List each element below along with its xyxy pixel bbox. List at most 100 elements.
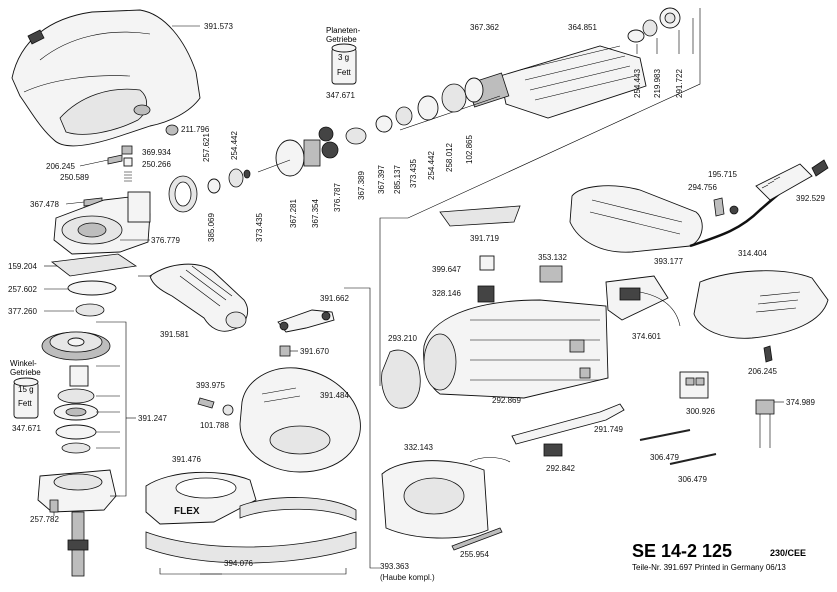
- spindle-collar: [67, 539, 89, 551]
- seal-448: [61, 442, 91, 454]
- label-102865: 102.865: [465, 135, 474, 164]
- tube-306479b: [669, 453, 717, 465]
- grease-can-winkel: [13, 377, 39, 419]
- label-254442a: 254.442: [230, 131, 239, 160]
- label-300926: 300.926: [686, 407, 715, 416]
- label-393363: 393.363: [380, 562, 409, 571]
- wheel-guard: [239, 367, 361, 473]
- screw-211796: [165, 124, 179, 136]
- brush-399647: [479, 255, 495, 271]
- label-367281: 367.281: [289, 199, 298, 228]
- washer-small: [228, 168, 244, 188]
- label-332143: 332.143: [404, 443, 433, 452]
- label-369934: 369.934: [142, 148, 171, 157]
- label-374601: 374.601: [632, 332, 661, 341]
- label-254443: 254.443: [633, 69, 642, 98]
- guard-ring-lower: [145, 531, 357, 564]
- winkel-fett: Fett: [18, 399, 33, 408]
- label-391719: 391.719: [470, 234, 499, 243]
- circlip-377260: [75, 303, 105, 317]
- washer-396: [57, 388, 95, 404]
- planeten-fett: Fett: [337, 68, 352, 77]
- label-376779: 376.779: [151, 236, 180, 245]
- label-306479a: 306.479: [650, 453, 679, 462]
- screw-257782: [49, 499, 59, 513]
- label-391484: 391.484: [320, 391, 349, 400]
- spring-cap: [123, 157, 133, 167]
- brush-holder-328146: [477, 285, 495, 303]
- flex-logo-lettering: FLEX: [174, 506, 200, 517]
- screw-393975: [197, 397, 215, 409]
- winkel-heading-line1: Winkel-: [10, 359, 37, 368]
- brush-holder-353132: [539, 265, 563, 283]
- label-391581: 391.581: [160, 330, 189, 339]
- label-328146: 328.146: [432, 289, 461, 298]
- label-206245b: 206.245: [748, 367, 777, 376]
- label-364851: 364.851: [568, 23, 597, 32]
- bearing-432: [55, 424, 97, 440]
- switch-rod: [511, 403, 625, 445]
- planeten-amount: 3 g: [338, 53, 349, 62]
- power-cord: [689, 159, 829, 248]
- label-258012: 258.012: [445, 143, 454, 172]
- label-255954: 255.954: [460, 550, 489, 559]
- label-285137: 285.137: [393, 165, 402, 194]
- label-250266: 250.266: [142, 160, 171, 169]
- washer-101788: [222, 404, 234, 416]
- guard-ring-upper: [239, 497, 357, 521]
- label-367354: 367.354: [311, 199, 320, 228]
- label-391476: 391.476: [172, 455, 201, 464]
- haube-note: (Haube kompl.): [380, 573, 435, 582]
- screw-206245: [107, 154, 123, 165]
- rear-housing-cover: [693, 270, 829, 339]
- gasket-159204: [50, 253, 138, 277]
- tube-306479a: [639, 429, 691, 441]
- planeten-heading-line2: Getriebe: [326, 35, 357, 44]
- label-257621: 257.621: [202, 133, 211, 162]
- electronic-module: [605, 275, 681, 327]
- bearing-small: [207, 178, 221, 194]
- label-291749: 291.749: [594, 425, 623, 434]
- label-211796: 211.796: [181, 125, 210, 134]
- side-handle: [138, 263, 248, 332]
- label-376787: 376.787: [333, 183, 342, 212]
- switch-300926: [679, 371, 709, 399]
- label-385069: 385.069: [207, 213, 216, 242]
- field-stator: [381, 457, 511, 539]
- label-291722: 291.722: [675, 69, 684, 98]
- label-254442b: 254.442: [427, 151, 436, 180]
- label-314404: 314.404: [738, 249, 767, 258]
- label-292842: 292.842: [546, 464, 575, 473]
- label-393177: 393.177: [654, 257, 683, 266]
- switch-slider-292842: [543, 443, 563, 457]
- label-306479b: 306.479: [678, 475, 707, 484]
- label-391247: 391.247: [138, 414, 167, 423]
- pin-391670: [279, 345, 291, 357]
- armature: [399, 45, 647, 131]
- label-373435b: 373.435: [409, 159, 418, 188]
- label-367389: 367.389: [357, 171, 366, 200]
- winkel-heading-line2: Getriebe: [10, 368, 41, 377]
- winkel-amount: 15 g: [18, 385, 34, 394]
- motor-housing: [423, 299, 609, 399]
- label-391670: 391.670: [300, 347, 329, 356]
- winkel-part: 347.671: [12, 424, 41, 433]
- bevel-gear: [41, 331, 111, 361]
- voltage-label: 230/CEE: [770, 548, 806, 558]
- screw-206245b: [763, 345, 773, 363]
- spindle-lock-button: [121, 145, 133, 155]
- label-206245a: 206.245: [46, 162, 75, 171]
- bearing-set-top: [627, 7, 681, 43]
- label-292869: 292.869: [492, 396, 521, 405]
- planetary-gear-stack: [257, 77, 484, 177]
- spring: [124, 171, 132, 182]
- label-393975: 393.975: [196, 381, 225, 390]
- label-391662: 391.662: [320, 294, 349, 303]
- bearing-flange: [67, 280, 117, 296]
- label-353132: 353.132: [538, 253, 567, 262]
- gear-head: [53, 191, 151, 255]
- grease-can-planeten: [331, 43, 357, 85]
- label-394076: 394.076: [224, 559, 253, 568]
- label-159204: 159.204: [8, 262, 37, 271]
